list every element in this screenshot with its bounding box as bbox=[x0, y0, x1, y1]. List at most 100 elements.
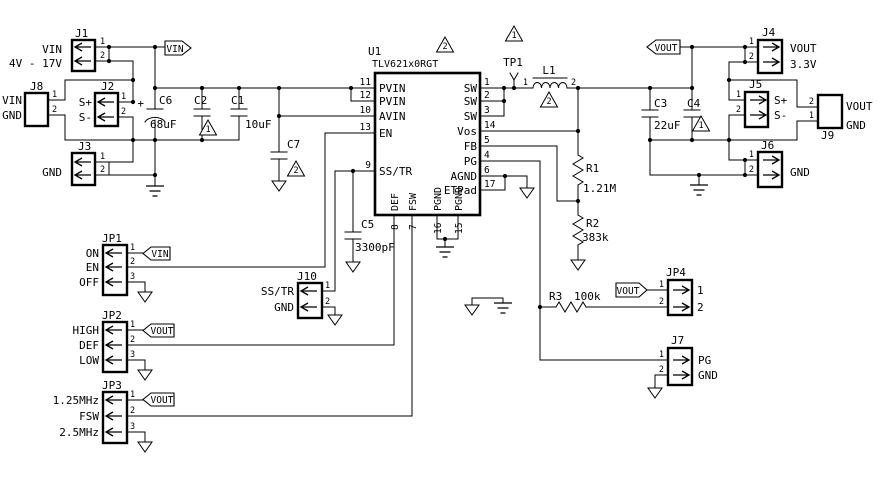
connector-label: GND bbox=[2, 109, 22, 122]
input-name: VIN bbox=[42, 43, 62, 56]
inductor-l1 bbox=[532, 82, 568, 89]
pin-number: 2 bbox=[121, 107, 126, 117]
connector-ref: J3 bbox=[78, 140, 91, 153]
pin-name: ETPad bbox=[444, 184, 477, 197]
connector-j1: J1 1 2 bbox=[70, 27, 105, 73]
ic-body bbox=[373, 71, 482, 217]
jumper-label: 1 bbox=[697, 284, 704, 297]
connector-j2: J2 S+ S- 1 2 bbox=[79, 80, 126, 128]
pin-number: 17 bbox=[484, 179, 495, 190]
connector-label: GND bbox=[790, 166, 810, 179]
input-section-wires bbox=[47, 46, 376, 187]
jumper-label: 2 bbox=[697, 301, 704, 314]
net-label: VIN bbox=[166, 44, 183, 55]
pin-number: 2 bbox=[100, 165, 105, 175]
pin-number: 3 bbox=[484, 105, 490, 116]
capacitor-plates bbox=[144, 108, 701, 240]
pin-number: 2 bbox=[130, 335, 135, 345]
pin-number: 2 bbox=[659, 365, 664, 375]
connector-label: 3.3V bbox=[790, 58, 817, 71]
c6-ref: C6 bbox=[159, 94, 172, 107]
pin-name: SW bbox=[464, 95, 478, 108]
connector-label: GND bbox=[42, 166, 62, 179]
net-flag-jp1-vin: VIN bbox=[142, 246, 171, 261]
pin-number: 1 bbox=[749, 37, 754, 47]
connector-label: SS/TR bbox=[261, 285, 294, 298]
connector-label: GND bbox=[274, 301, 294, 314]
jumper-jp4: JP4 1 2 1 2 bbox=[659, 266, 704, 317]
l1-ref: L1 bbox=[542, 64, 555, 77]
connector-j5: J5 S+ S- 1 2 bbox=[736, 78, 788, 129]
note-number: 2 bbox=[442, 42, 447, 52]
pin-number: 7 bbox=[408, 224, 419, 230]
r3-value: 100k bbox=[574, 290, 601, 303]
pin-name: PVIN bbox=[379, 95, 406, 108]
pin-number: 4 bbox=[484, 150, 490, 161]
pin-number: 6 bbox=[484, 165, 490, 176]
pin-number: 1 bbox=[52, 90, 57, 100]
pin-name: AVIN bbox=[379, 110, 406, 123]
resistor-r2 bbox=[572, 214, 584, 246]
net-flag-vin-top: VIN bbox=[164, 40, 192, 56]
jumper-label: HIGH bbox=[73, 324, 100, 337]
pin-name: PVIN bbox=[379, 82, 406, 95]
c3-ref: C3 bbox=[654, 97, 667, 110]
connector-ref: J9 bbox=[821, 129, 834, 142]
resistor-r1 bbox=[572, 154, 584, 186]
pin-number: 2 bbox=[736, 105, 741, 115]
jumper-jp1: JP1 ON EN OFF 1 2 3 bbox=[79, 232, 135, 297]
pin-name: DEF bbox=[390, 193, 401, 211]
net-label: VOUT bbox=[655, 43, 678, 54]
pin-number: 1 bbox=[325, 281, 330, 291]
note-markers: 1 2 1 2 2 1 bbox=[199, 25, 710, 177]
c6-polarity: + bbox=[137, 97, 144, 110]
pin-name: SS/TR bbox=[379, 165, 412, 178]
net-label: VIN bbox=[151, 249, 168, 260]
pin-number: 11 bbox=[360, 77, 372, 88]
l1-pin2: 2 bbox=[571, 78, 576, 88]
pin-name: FSW bbox=[408, 192, 419, 211]
net-flag-vout-top: VOUT bbox=[646, 39, 681, 55]
net-flag-jp4-vout: VOUT bbox=[615, 282, 648, 298]
r1-ref: R1 bbox=[586, 162, 599, 175]
jumper-ref: JP4 bbox=[666, 266, 686, 279]
component-labels: VIN 4V - 17V + C6 68uF C2 C1 10uF C7 C5 … bbox=[9, 43, 701, 303]
jumper-label: ON bbox=[86, 247, 99, 260]
pin-number: 1 bbox=[100, 152, 105, 162]
pin-number: 2 bbox=[809, 97, 814, 107]
net-flag-jp2-vout: VOUT bbox=[142, 323, 175, 338]
ic-ref: U1 bbox=[368, 45, 381, 58]
connector-ref: J6 bbox=[761, 139, 774, 152]
r2-value: 383k bbox=[582, 231, 609, 244]
connector-ref: J1 bbox=[75, 27, 88, 40]
junction-dots bbox=[106, 44, 748, 310]
c2-ref: C2 bbox=[194, 94, 207, 107]
connector-j9: J9 VOUT GND 2 1 bbox=[809, 93, 873, 142]
connector-label: S+ bbox=[774, 94, 788, 107]
connector-ref: J4 bbox=[762, 26, 776, 39]
pin-number: 2 bbox=[52, 105, 57, 115]
jumper-label: OFF bbox=[79, 276, 99, 289]
control-section-wires bbox=[126, 132, 504, 443]
jumper-label: EN bbox=[86, 261, 99, 274]
pin-name: AGND bbox=[451, 170, 478, 183]
resistor-r3 bbox=[555, 301, 587, 313]
connector-label: PG bbox=[698, 354, 711, 367]
jumper-jp3: JP3 1.25MHz FSW 2.5MHz 1 2 3 bbox=[53, 379, 135, 445]
connector-label: S- bbox=[79, 111, 92, 124]
pin-number: 13 bbox=[360, 122, 371, 133]
c7-ref: C7 bbox=[287, 138, 300, 151]
note-number: 2 bbox=[546, 97, 551, 107]
jumper-ref: JP3 bbox=[102, 379, 122, 392]
connector-j6: J6 GND 1 2 bbox=[749, 139, 810, 189]
note-number: 1 bbox=[205, 125, 210, 135]
pin-name: Vos bbox=[457, 125, 477, 138]
pin-number: 5 bbox=[484, 135, 490, 146]
pin-number: 2 bbox=[749, 165, 754, 175]
pin-number: 12 bbox=[360, 90, 371, 101]
connector-label: VIN bbox=[2, 94, 22, 107]
connector-ref: J5 bbox=[749, 78, 762, 91]
pin-name: PGND bbox=[433, 187, 444, 211]
connector-label: VOUT bbox=[846, 100, 873, 113]
